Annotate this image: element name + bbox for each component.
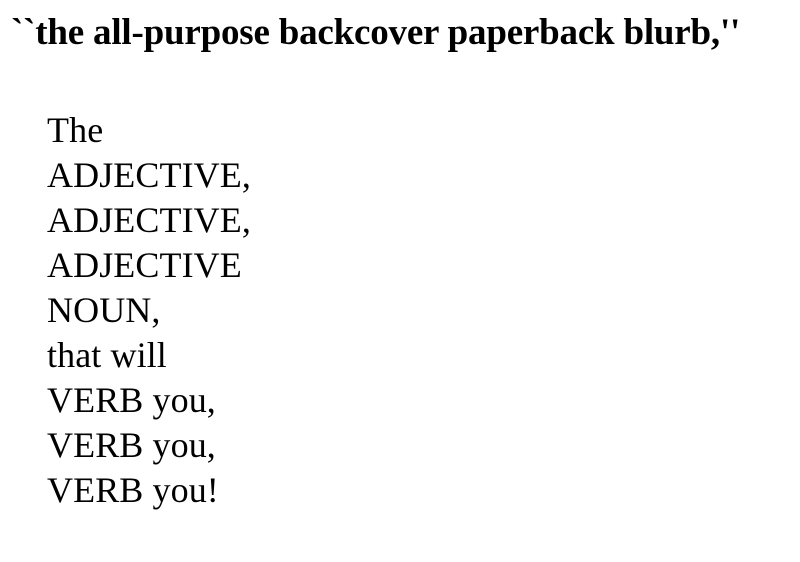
blurb-line: The: [47, 110, 104, 150]
blurb-line: that will: [47, 335, 167, 375]
blurb-text-block: The ADJECTIVE, ADJECTIVE, ADJECTIVE NOUN…: [47, 108, 747, 513]
blurb-line: ADJECTIVE: [47, 245, 242, 285]
blurb-line: ADJECTIVE,: [47, 155, 251, 195]
blurb-line: NOUN,: [47, 290, 161, 330]
blurb-line: VERB you,: [47, 425, 216, 465]
blurb-line: VERB you,: [47, 380, 216, 420]
page-title: ``the all-purpose backcover paperback bl…: [11, 12, 741, 53]
blurb-line: VERB you!: [47, 470, 219, 510]
blurb-line: ADJECTIVE,: [47, 200, 251, 240]
